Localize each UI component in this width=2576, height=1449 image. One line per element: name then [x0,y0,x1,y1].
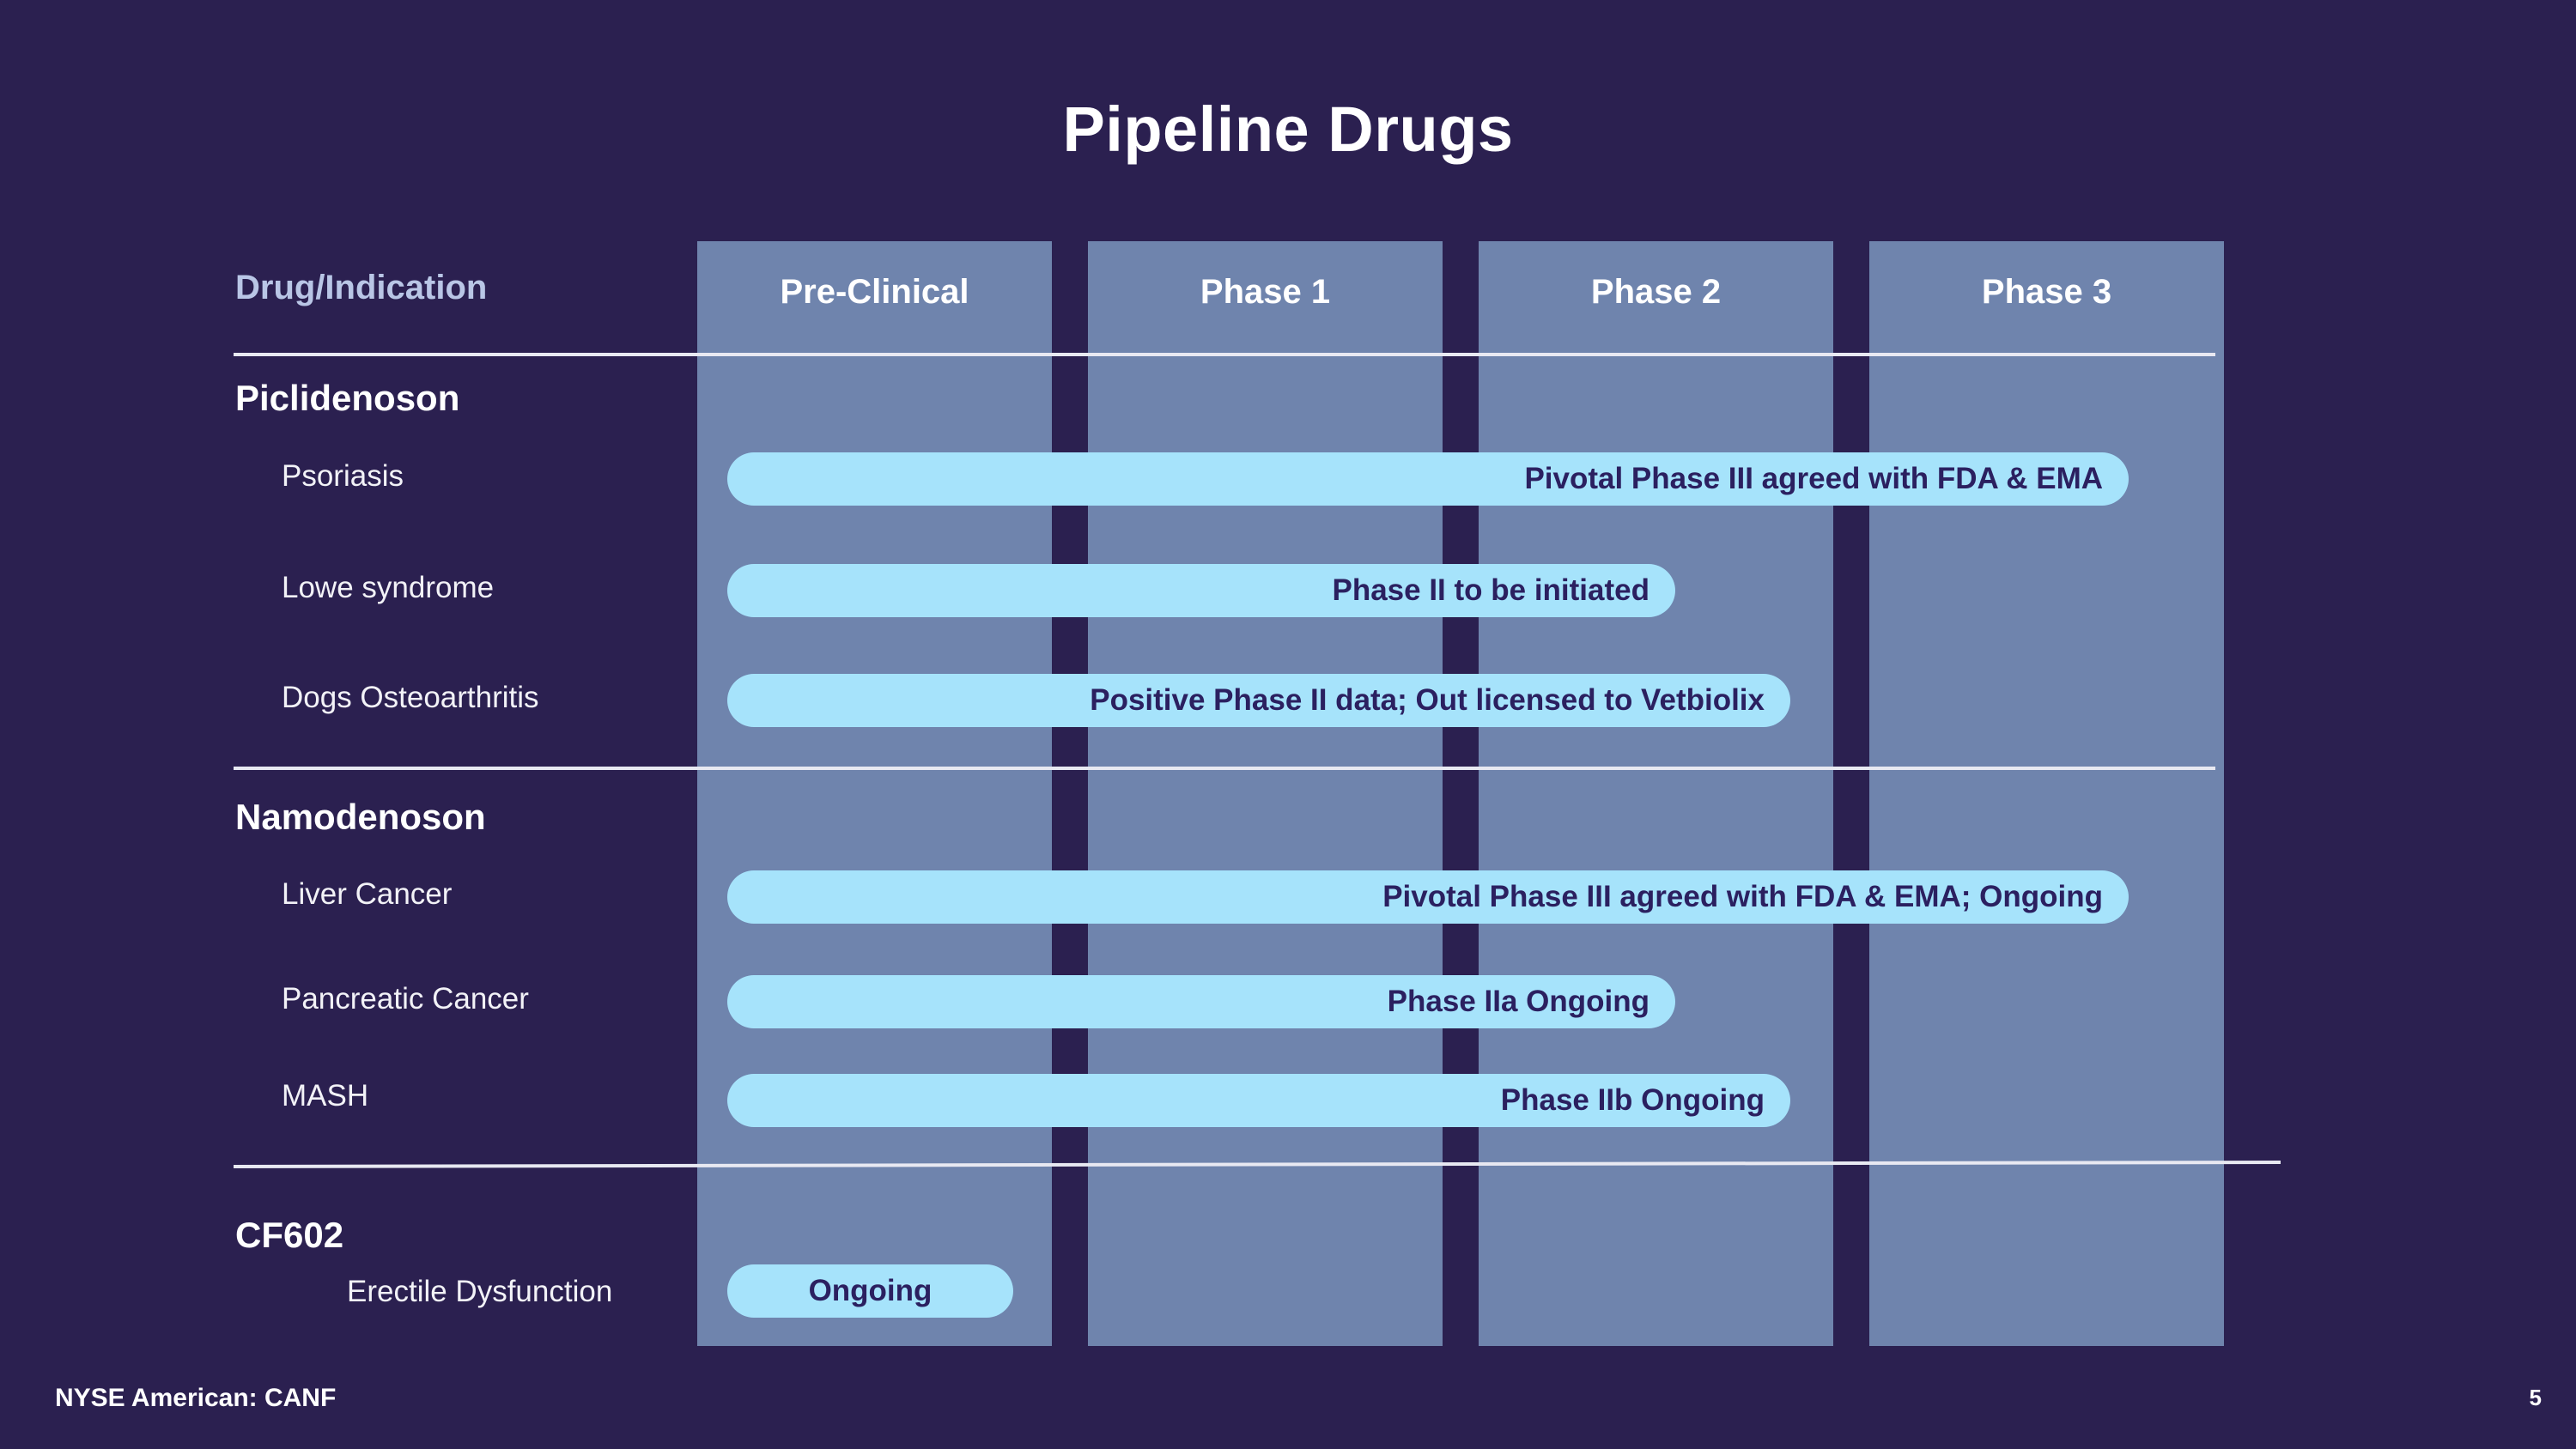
table-header-phase-2: Phase 2 [1590,273,1722,311]
page-title: Pipeline Drugs [1062,94,1514,165]
pipeline-bar-status-lowe-syndrome: Phase II to be initiated [1332,573,1649,607]
header-divider [234,353,2215,356]
pipeline-bar-status-pancreatic-cancer: Phase IIa Ongoing [1387,985,1649,1018]
drug-group-name-cf602: CF602 [235,1215,344,1255]
indication-label-lowe-syndrome: Lowe syndrome [282,571,495,604]
pipeline-bar-psoriasis[interactable]: Pivotal Phase III agreed with FDA & EMA [727,452,2129,506]
drug-group-name-namodenoson: Namodenoson [235,797,486,837]
table-header-phase-1: Phase 1 [1200,273,1331,311]
indication-label-psoriasis: Psoriasis [282,459,404,493]
indication-label-mash: MASH [282,1079,369,1113]
pipeline-bar-status-mash: Phase IIb Ongoing [1500,1083,1765,1117]
footer-page-number: 5 [2529,1385,2542,1410]
pipeline-bar-pancreatic-cancer[interactable]: Phase IIa Ongoing [727,975,1675,1028]
phase-column-band-phase-2 [1479,241,1833,1346]
pipeline-bar-mash[interactable]: Phase IIb Ongoing [727,1074,1790,1127]
indication-label-pancreatic-cancer: Pancreatic Cancer [282,982,529,1016]
table-header-pre-clinical: Pre-Clinical [780,273,969,311]
pipeline-bar-status-dogs-osteoarthritis: Positive Phase II data; Out licensed to … [1090,683,1765,717]
pipeline-bar-status-liver-cancer: Pivotal Phase III agreed with FDA & EMA;… [1382,880,2103,913]
pipeline-bar-status-psoriasis: Pivotal Phase III agreed with FDA & EMA [1524,462,2103,495]
pipeline-bar-liver-cancer[interactable]: Pivotal Phase III agreed with FDA & EMA;… [727,870,2129,924]
phase-column-band-phase-3 [1869,241,2224,1346]
pipeline-bar-lowe-syndrome[interactable]: Phase II to be initiated [727,564,1675,617]
indication-label-erectile-dysfunction: Erectile Dysfunction [347,1275,613,1308]
footer-listing: NYSE American: CANF [55,1384,337,1412]
phase-column-band-phase-1 [1088,241,1443,1346]
drug-group-name-piclidenoson: Piclidenoson [235,378,460,418]
pipeline-bar-erectile-dysfunction[interactable]: Ongoing [727,1264,1013,1318]
indication-label-dogs-osteoarthritis: Dogs Osteoarthritis [282,681,539,714]
table-header-drug-indication: Drug/Indication [235,269,488,306]
indication-label-liver-cancer: Liver Cancer [282,877,453,911]
phase-column-band-pre-clinical [697,241,1052,1346]
pipeline-bar-status-erectile-dysfunction: Ongoing [808,1274,933,1307]
group-divider-1 [234,767,2215,770]
pipeline-bar-dogs-osteoarthritis[interactable]: Positive Phase II data; Out licensed to … [727,674,1790,727]
table-header-phase-3: Phase 3 [1981,273,2112,311]
